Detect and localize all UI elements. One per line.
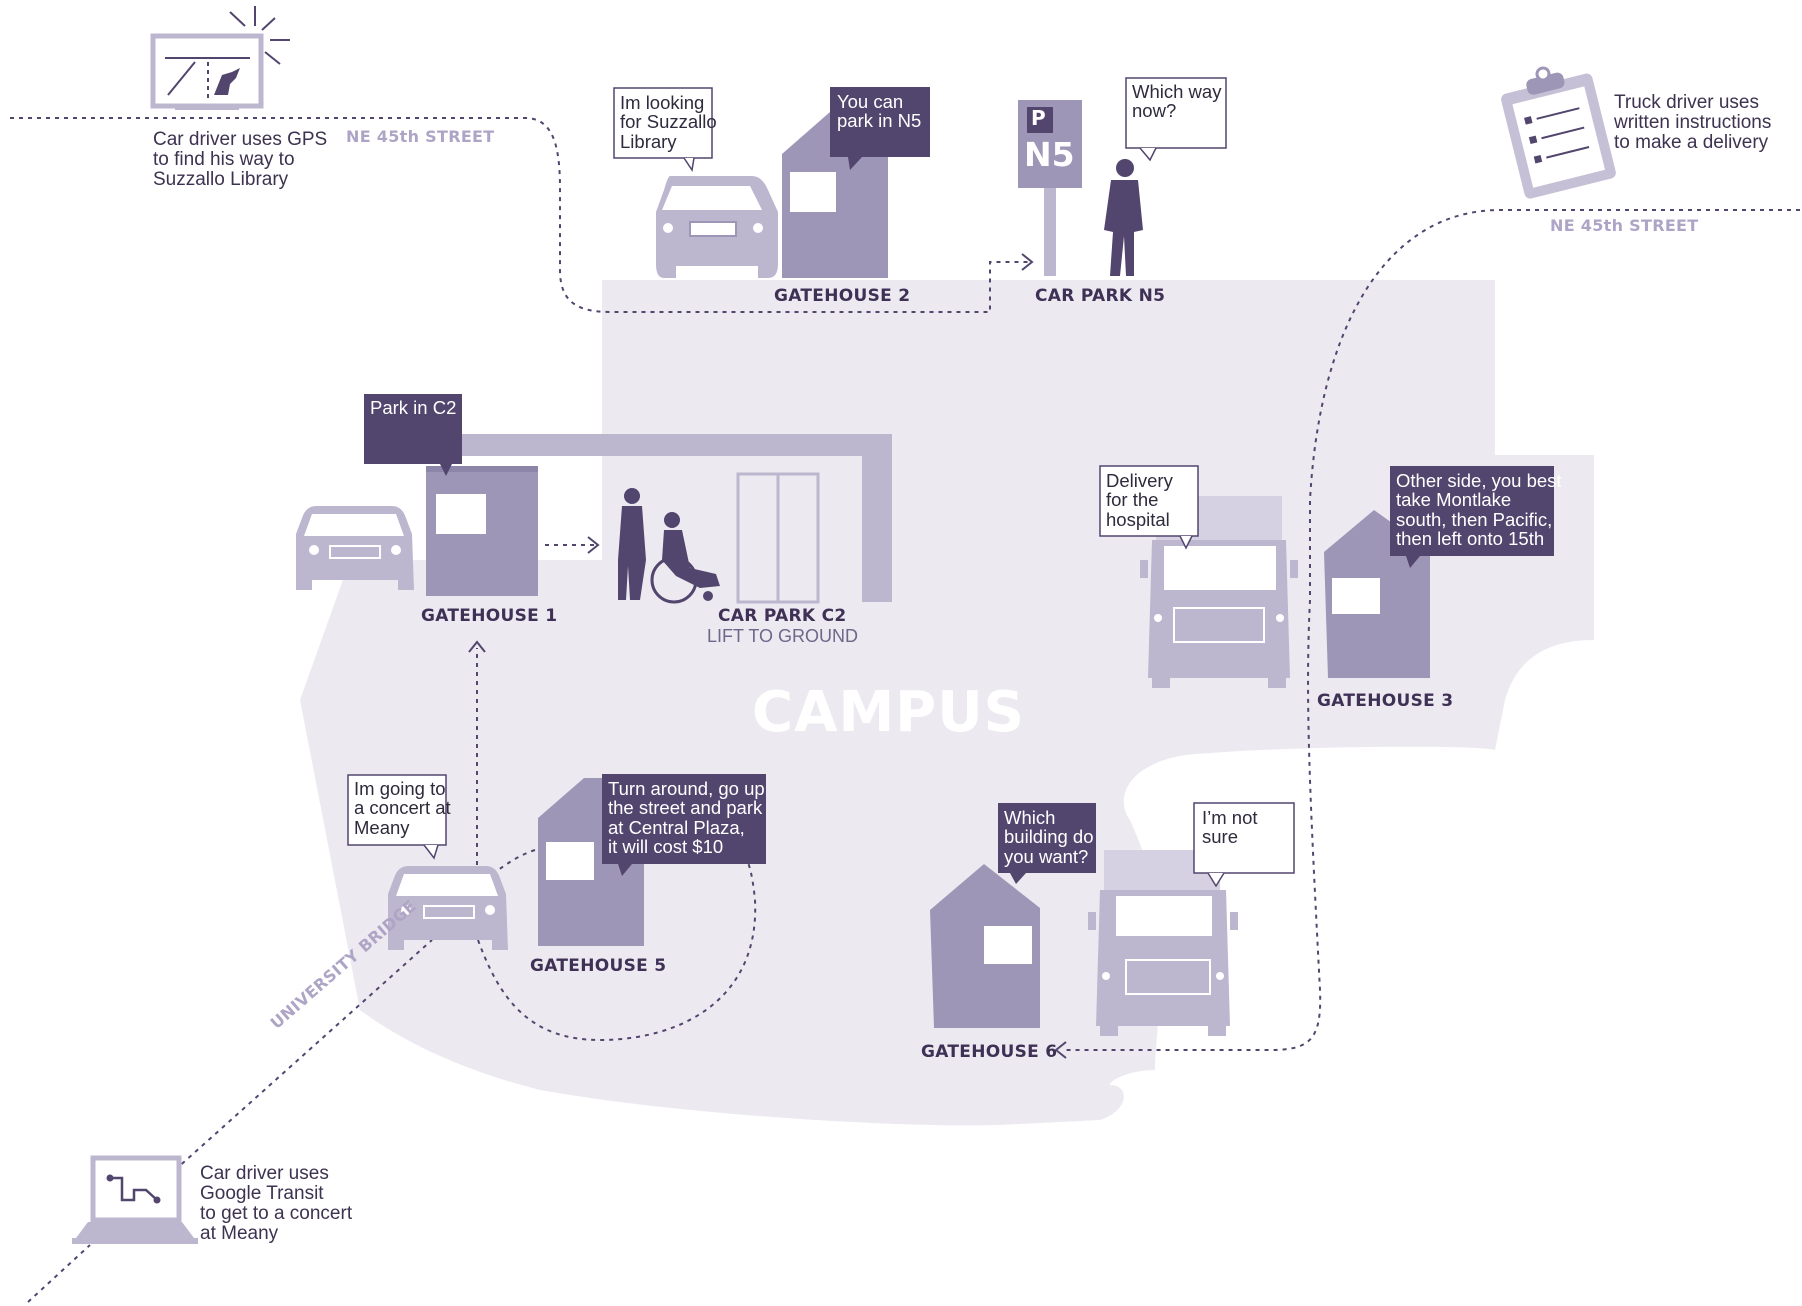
caption-line: to get to a concert	[200, 1203, 353, 1225]
gps-monitor-icon	[150, 6, 290, 110]
bubble-line: Delivery	[1106, 470, 1173, 491]
bubble-line: Library	[620, 130, 677, 152]
standing-person-icon	[1104, 159, 1143, 276]
bubble-other-side	[1390, 466, 1554, 568]
route-arrowhead-right	[587, 536, 600, 554]
bubble-park-c2	[364, 394, 462, 476]
bubble-park-c2-text: Park in C2	[370, 397, 457, 418]
bubble-line: park in N5	[837, 110, 922, 132]
bubble-line: you want?	[1004, 845, 1089, 867]
bubble-line: it will cost $10	[608, 836, 724, 858]
bubble-line: the street and park	[608, 797, 763, 819]
parking-sign-lot: N5	[1024, 135, 1075, 174]
bubble-line: sure	[1202, 826, 1238, 848]
parking-sign-p: P	[1031, 106, 1046, 130]
caption-line: Google Transit	[200, 1183, 324, 1205]
bubble-line: Other side, you best	[1396, 470, 1562, 491]
route-arrowhead-up	[468, 640, 486, 653]
wheelchair-icon	[618, 488, 720, 604]
car-park-c2-label: CAR PARK C2	[718, 606, 847, 626]
bubble-line: Which	[1004, 807, 1056, 828]
gatehouse-2-label: GATEHOUSE 2	[774, 286, 911, 306]
bubble-which-building-text: Which building do you want?	[1004, 807, 1094, 867]
bubble-line: for Suzzallo	[620, 111, 717, 133]
car-icon-gatehouse1	[296, 506, 414, 590]
bubble-park-n5	[830, 87, 930, 170]
bubble-delivery-text: Delivery for the hospital	[1106, 470, 1173, 530]
bubble-line: now?	[1132, 100, 1177, 122]
street-label-ne45-left: NE 45th STREET	[346, 127, 495, 146]
car-icon-gatehouse2	[656, 176, 778, 278]
bubble-which-building	[998, 803, 1096, 884]
car-park-c2-sublabel: LIFT TO GROUND	[707, 626, 859, 646]
bubble-line: building do	[1004, 826, 1094, 848]
car-park-n5-label: CAR PARK N5	[1035, 286, 1166, 306]
bubble-line: Turn around, go up	[608, 778, 765, 799]
clipboard-icon	[1501, 66, 1616, 199]
campus-label: CAMPUS	[752, 680, 1026, 745]
caption-gps: Car driver uses GPS to find his way to S…	[153, 129, 328, 191]
bubble-line: You can	[837, 91, 904, 112]
route-arrowhead-n5	[1021, 253, 1034, 271]
ne-45th-street-path-left	[10, 117, 1030, 313]
bubble-suzzallo-text: Im looking for Suzzallo Library	[620, 92, 717, 152]
bubble-line: for the	[1106, 489, 1159, 511]
gatehouse-6-label: GATEHOUSE 6	[921, 1042, 1058, 1062]
caption-line: Car driver uses GPS	[153, 129, 328, 150]
caption-transit: Car driver uses Google Transit to get to…	[200, 1163, 353, 1245]
bubble-line: Which way	[1132, 81, 1222, 102]
caption-line: to make a delivery	[1614, 132, 1769, 154]
bubble-line: at Central Plaza,	[608, 816, 745, 838]
gatehouse-1-label: GATEHOUSE 1	[421, 606, 558, 626]
caption-line: Truck driver uses	[1614, 92, 1759, 113]
caption-line: to find his way to	[153, 149, 295, 171]
bubble-turn-around-text: Turn around, go up the street and park a…	[608, 779, 765, 857]
gatehouse-5-label: GATEHOUSE 5	[530, 956, 667, 976]
bubble-line: hospital	[1106, 508, 1170, 530]
bubble-not-sure	[1193, 802, 1295, 888]
bubble-not-sure-text: I’m not sure	[1202, 808, 1258, 847]
street-label-ne45-right: NE 45th STREET	[1550, 216, 1699, 235]
caption-line: written instructions	[1614, 112, 1772, 134]
bubble-line: Im looking	[620, 92, 705, 113]
bubble-line: a concert at	[354, 797, 451, 819]
bubble-line: take Montlake	[1396, 489, 1512, 511]
caption-line: Suzzallo Library	[153, 169, 289, 191]
route-arrowhead-gatehouse6	[1054, 1041, 1067, 1059]
bubble-turn-around	[602, 774, 766, 876]
truck-icon-gatehouse3	[1140, 496, 1298, 688]
caption-line: at Meany	[200, 1223, 279, 1245]
bubble-line: I’m not	[1202, 807, 1258, 828]
parking-sign-icon	[1018, 100, 1082, 276]
bubble-line: south, then Pacific,	[1396, 508, 1553, 530]
bubble-which-way	[1125, 77, 1227, 162]
bubble-concert	[347, 774, 447, 860]
bubble-park-n5-text: You can park in N5	[837, 92, 921, 131]
bubble-concert-text: Im going to a concert at Meany	[354, 778, 451, 838]
truck-icon-gatehouse6	[1088, 850, 1238, 1036]
bubble-line: then left onto 15th	[1396, 528, 1545, 550]
bubble-other-side-text: Other side, you best take Montlake south…	[1396, 471, 1562, 549]
gatehouse-1-building	[426, 466, 538, 596]
bubble-suzzallo	[613, 87, 713, 172]
caption-truck: Truck driver uses written instructions t…	[1614, 92, 1772, 154]
gatehouse-3-label: GATEHOUSE 3	[1317, 691, 1454, 711]
bubble-delivery	[1099, 465, 1199, 550]
bubble-line: Meany	[354, 816, 410, 838]
university-bridge-path	[27, 939, 433, 1303]
car-icon-gatehouse5	[388, 866, 508, 950]
caption-line: Car driver uses	[200, 1163, 329, 1184]
gatehouse5-loop-path	[477, 849, 757, 1042]
bubble-line: Park in C2	[370, 397, 457, 418]
bubble-which-way-text: Which way now?	[1132, 82, 1221, 121]
laptop-route-icon	[72, 1155, 198, 1244]
gatehouse-6-building	[930, 864, 1040, 1028]
bubble-line: Im going to	[354, 778, 446, 799]
car-park-c2-structure	[440, 434, 892, 604]
